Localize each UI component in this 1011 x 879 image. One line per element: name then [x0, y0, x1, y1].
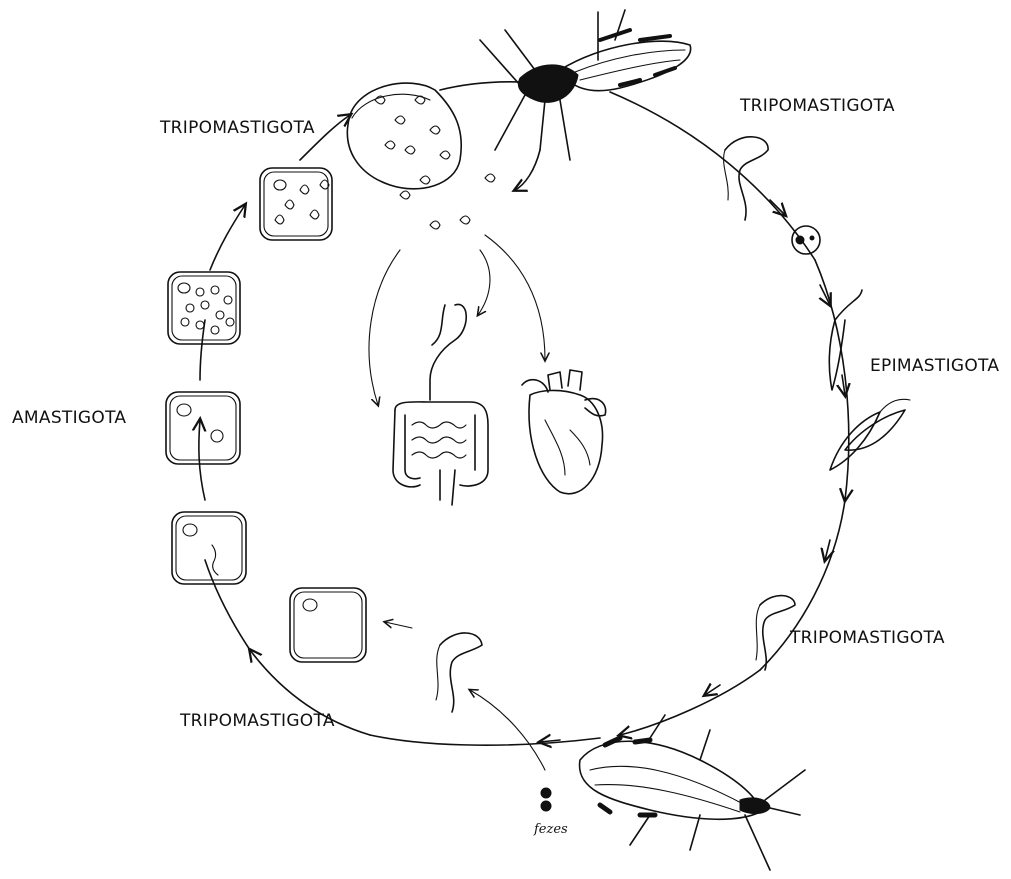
label-epimastigota: EPIMASTIGOTA — [870, 356, 999, 376]
bursting-cell — [347, 83, 495, 229]
label-tripomastigota-bottom-left: TRIPOMASTIGOTA — [180, 711, 335, 731]
label-fezes: fezes — [534, 822, 568, 837]
cycle-ring — [199, 82, 849, 745]
label-tripomastigota-top-left: TRIPOMASTIGOTA — [160, 118, 315, 138]
triatomine-bug-top — [480, 10, 691, 190]
heart-illustration — [522, 370, 606, 494]
label-amastigota: AMASTIGOTA — [12, 408, 126, 428]
organ-arrows — [369, 235, 545, 405]
label-tripomastigota-top-right: TRIPOMASTIGOTA — [740, 96, 895, 116]
parasite-bottom — [436, 633, 545, 770]
intestine-illustration — [393, 304, 488, 505]
host-cells — [166, 168, 412, 662]
label-tripomastigota-right-lower: TRIPOMASTIGOTA — [790, 628, 945, 648]
triatomine-bug-bottom — [541, 715, 805, 870]
